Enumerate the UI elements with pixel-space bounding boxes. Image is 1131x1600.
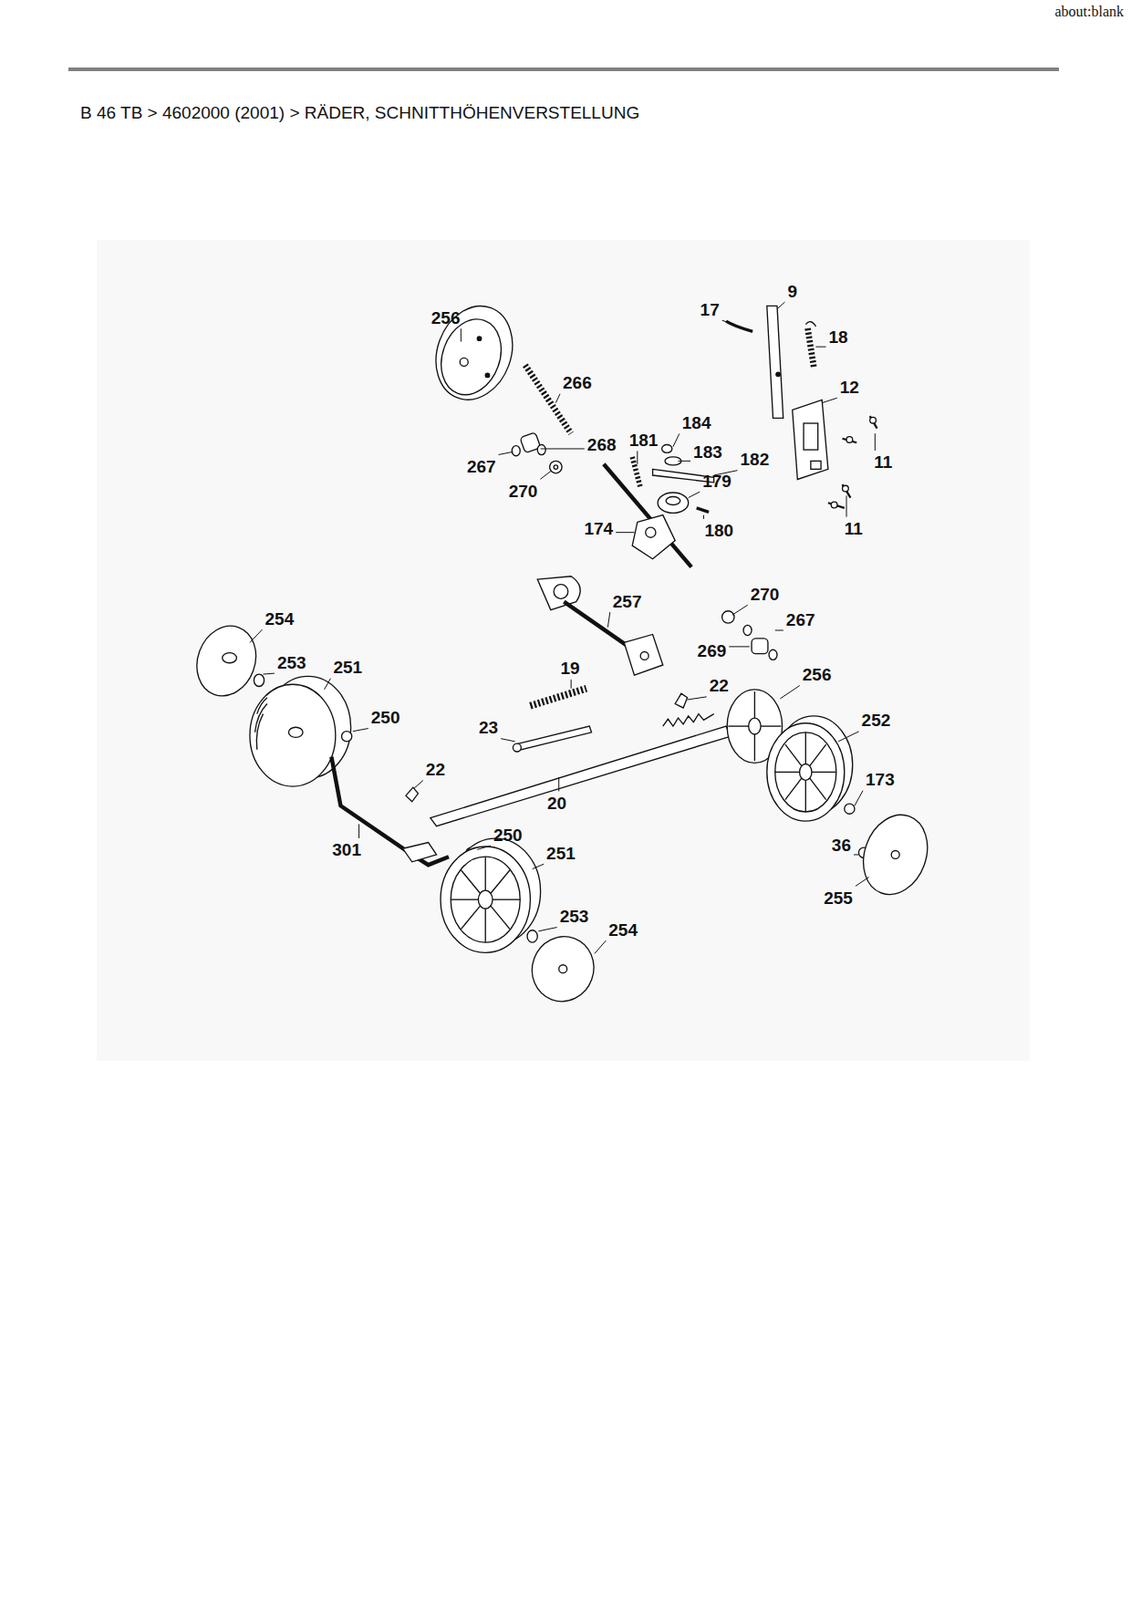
callout-number: 256: [431, 308, 461, 326]
breadcrumb-title: B 46 TB > 4602000 (2001) > RÄDER, SCHNIT…: [80, 103, 640, 124]
callout-number: 183: [693, 443, 723, 461]
callout-number: 20: [547, 793, 567, 811]
leader-line: [539, 471, 550, 480]
leader-line: [703, 515, 705, 519]
leader-line: [352, 728, 369, 732]
leader-line: [414, 780, 424, 789]
leader-line: [853, 853, 859, 855]
leader-line: [540, 447, 585, 449]
callout-number: 179: [702, 471, 732, 489]
leader-line: [570, 679, 572, 689]
leader-line: [324, 678, 332, 690]
leader-line: [687, 696, 707, 700]
callout-number: 270: [750, 584, 780, 602]
callout-number: 301: [332, 840, 362, 859]
callout-number: 267: [466, 456, 497, 475]
callout-number: 22: [425, 760, 446, 779]
callout-number: 252: [861, 711, 892, 729]
header-rule: [68, 67, 1059, 72]
leader-line: [532, 863, 544, 869]
parts-drawing: [186, 295, 938, 1011]
leader-line: [838, 731, 860, 742]
leader-line: [874, 433, 876, 451]
leader-line: [855, 877, 870, 887]
leader-line: [636, 450, 638, 464]
leader-line: [498, 451, 514, 455]
leader-line: [477, 845, 491, 850]
leader-line: [728, 645, 750, 647]
leader-line: [678, 460, 692, 462]
leader-line: [821, 397, 838, 403]
callout-number: 174: [583, 519, 613, 538]
leader-line: [538, 927, 557, 932]
leader-line: [854, 790, 863, 807]
callout-number: 11: [873, 453, 893, 471]
callout-number: 11: [844, 519, 863, 538]
callout-number: 23: [478, 718, 499, 737]
callout-number: 36: [831, 835, 851, 853]
callout-number: 257: [612, 591, 643, 610]
callout-number: 250: [493, 825, 523, 843]
leader-line: [615, 531, 634, 533]
leader-line: [673, 433, 680, 447]
leader-line: [777, 301, 785, 310]
callout-number: 253: [560, 907, 590, 925]
callout-number: 184: [682, 413, 712, 431]
page-header: about:blank: [1054, 3, 1124, 21]
callout-number: 180: [704, 521, 734, 540]
callout-number: 18: [829, 327, 849, 345]
callout-number: 250: [371, 708, 401, 727]
illustration-ground: [96, 239, 1030, 1061]
leader-line: [558, 777, 560, 791]
callout-number: 251: [546, 843, 576, 862]
leader-line: [358, 823, 360, 838]
leader-line: [555, 394, 561, 404]
leader-line: [249, 629, 263, 643]
callout-number: 22: [709, 676, 729, 695]
callout-number: 255: [823, 888, 853, 906]
callout-number: 267: [786, 610, 816, 628]
callout-number: 256: [802, 665, 832, 684]
callout-number: 19: [560, 659, 580, 677]
leader-line: [815, 346, 826, 348]
leader-line: [722, 320, 735, 324]
leader-line: [779, 685, 799, 699]
callout-number: 270: [508, 481, 539, 499]
callout-number: 17: [700, 300, 720, 318]
callout-number: 269: [697, 642, 727, 660]
callout-number: 251: [332, 658, 363, 676]
callout-number: 182: [740, 450, 770, 468]
callout-number: 254: [265, 609, 295, 627]
callout-number: 254: [608, 920, 638, 938]
callout-number: 253: [277, 653, 307, 671]
leader-line: [460, 328, 462, 342]
leader-line: [594, 940, 606, 954]
callout-number: 266: [562, 373, 592, 392]
leader-line: [500, 738, 516, 742]
leader-line: [688, 491, 700, 499]
leader-line: [775, 629, 784, 631]
leader-line: [846, 495, 848, 517]
leader-line: [732, 604, 748, 615]
leader-line: [607, 612, 610, 628]
callout-number: 12: [840, 377, 860, 395]
callout-number: 173: [865, 770, 895, 789]
callout-number: 181: [629, 430, 659, 448]
callout-number: 9: [787, 281, 798, 300]
callout-number: 268: [587, 435, 617, 454]
leader-line: [262, 673, 274, 675]
